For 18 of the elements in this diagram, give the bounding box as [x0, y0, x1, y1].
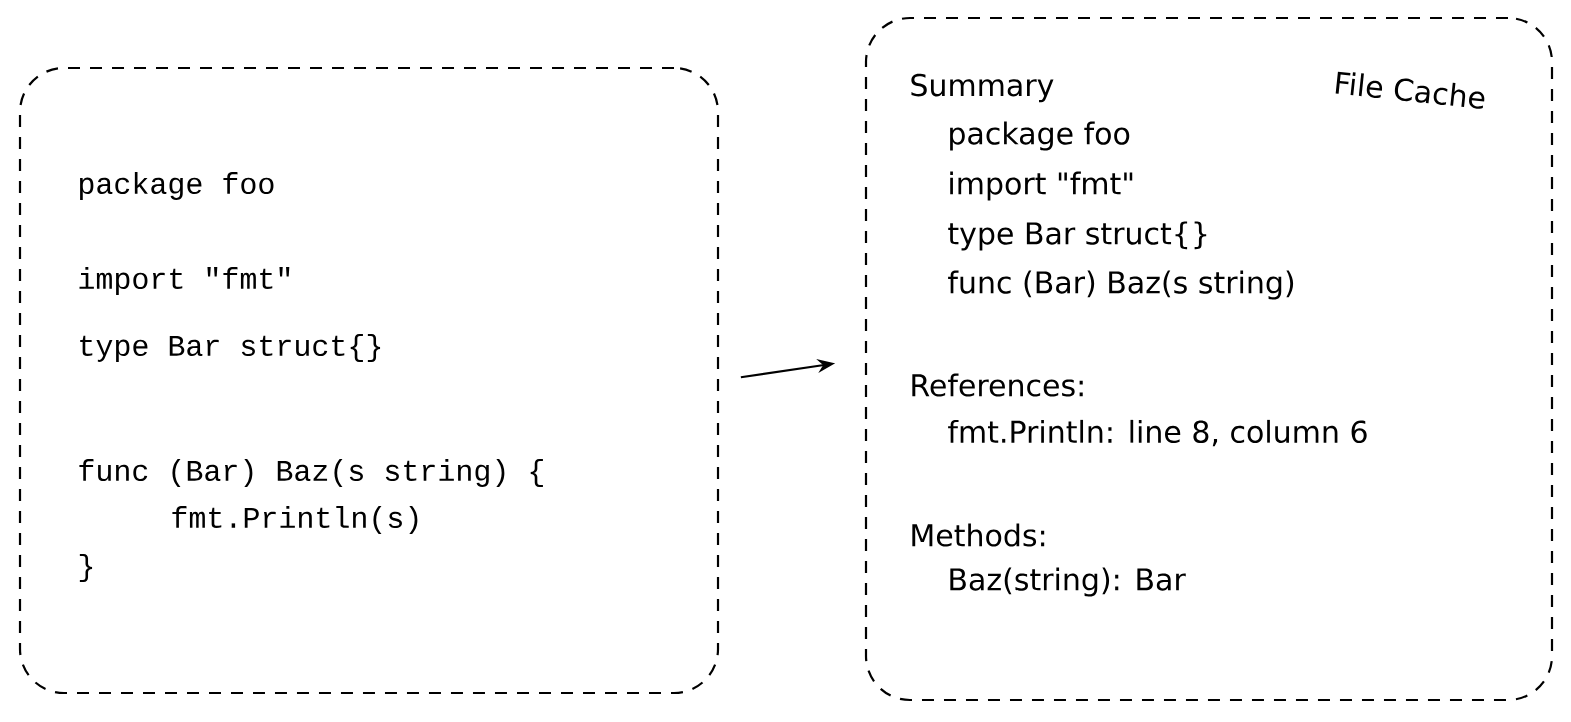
code-panel [18, 66, 720, 695]
text-line: File Cache [1335, 71, 1485, 109]
text-line: package foo [950, 121, 1130, 151]
code-line: type Bar struct{} [80, 334, 381, 362]
cache-panel [864, 16, 1554, 702]
text-line: func (Bar) Baz(s string) [948, 270, 1294, 300]
text-line: type Bar struct{} [948, 221, 1207, 251]
code-line: } [79, 554, 93, 582]
code-line: import "fmt" [79, 267, 290, 295]
text-line: Methods: [912, 523, 1045, 547]
text-line: Baz(string): Bar [950, 567, 1186, 597]
text-line: References: [912, 373, 1083, 397]
text-line: import "fmt" [950, 171, 1133, 201]
text-line: Summary [911, 73, 1054, 103]
code-line: package foo [80, 172, 274, 200]
text-line: fmt.Println: line 8, column 6 [948, 419, 1367, 447]
code-line: fmt.Println(s) [172, 506, 418, 534]
code-line: func (Bar) Baz(s string) { [79, 459, 543, 487]
